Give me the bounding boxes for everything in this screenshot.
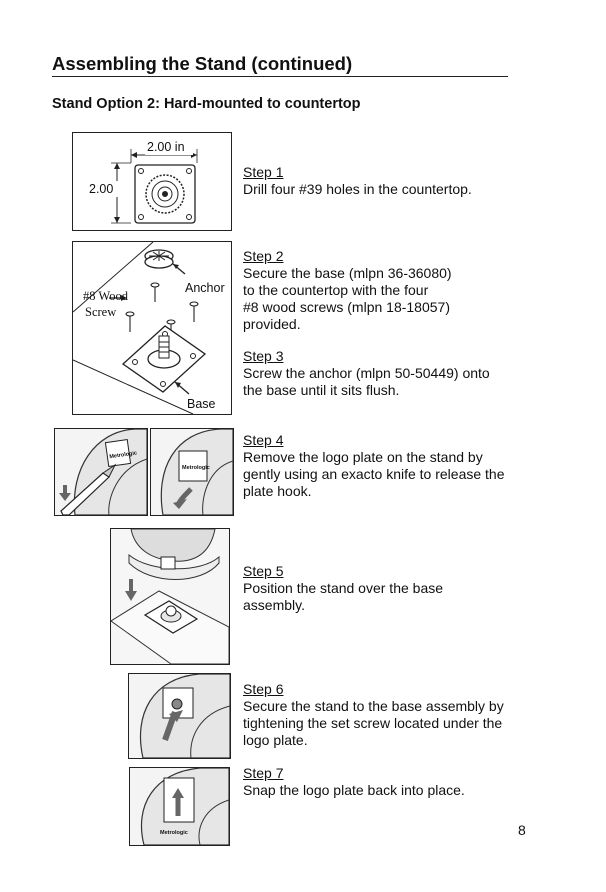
wood-screw-label-2: Screw (85, 305, 116, 319)
section-subtitle: Stand Option 2: Hard-mounted to countert… (52, 96, 361, 112)
logo-text-4b: Metrologic (182, 465, 210, 471)
base-plate-dimension-figure: 2.00 in 2.00 (72, 132, 232, 231)
step-4: Step 4 Remove the logo plate on the stan… (243, 432, 505, 500)
stand-over-base-photo (110, 528, 230, 665)
step-3: Step 3 Screw the anchor (mlpn 50-50449) … (243, 348, 490, 399)
snap-logo-plate-photo: Metrologic (129, 767, 230, 846)
step-body: Drill four #39 holes in the countertop. (243, 181, 472, 197)
step-heading: Step 7 (243, 765, 284, 781)
dim-height-label: 2.00 (89, 182, 113, 196)
step-body: Secure the stand to the base assembly by… (243, 698, 504, 748)
step-7: Step 7 Snap the logo plate back into pla… (243, 765, 465, 799)
page-number: 8 (518, 822, 526, 838)
title-underline (52, 76, 508, 77)
step-2: Step 2 Secure the base (mlpn 36-36080) t… (243, 248, 452, 333)
step-heading: Step 5 (243, 563, 284, 579)
step-heading: Step 3 (243, 348, 284, 364)
step-6: Step 6 Secure the stand to the base asse… (243, 681, 504, 749)
step-heading: Step 4 (243, 432, 284, 448)
base-anchor-screws-figure: #8 Wood Screw Anchor Base (72, 241, 232, 415)
step-body: Position the stand over the base assembl… (243, 580, 444, 613)
step-body: Secure the base (mlpn 36-36080) to the c… (243, 265, 452, 332)
step-1: Step 1 Drill four #39 holes in the count… (243, 164, 472, 198)
wood-screw-label: #8 Wood (83, 289, 129, 303)
step-body: Screw the anchor (mlpn 50-50449) onto th… (243, 365, 490, 398)
step-5: Step 5 Position the stand over the base … (243, 563, 443, 614)
base-label: Base (187, 397, 216, 411)
logo-text-4a: Metrologic (109, 450, 137, 460)
step-heading: Step 6 (243, 681, 284, 697)
logo-text-7: Metrologic (160, 830, 188, 836)
step-heading: Step 1 (243, 164, 284, 180)
exacto-knife-photo: Metrologic (54, 428, 148, 516)
page-title: Assembling the Stand (continued) (52, 53, 353, 74)
set-screw-photo (128, 673, 231, 759)
dim-width-label: 2.00 in (147, 140, 185, 154)
step-body: Snap the logo plate back into place. (243, 782, 465, 798)
step-heading: Step 2 (243, 248, 284, 264)
logo-plate-removed-photo: Metrologic (150, 428, 234, 516)
anchor-label: Anchor (185, 281, 225, 295)
step-body: Remove the logo plate on the stand by ge… (243, 449, 505, 499)
